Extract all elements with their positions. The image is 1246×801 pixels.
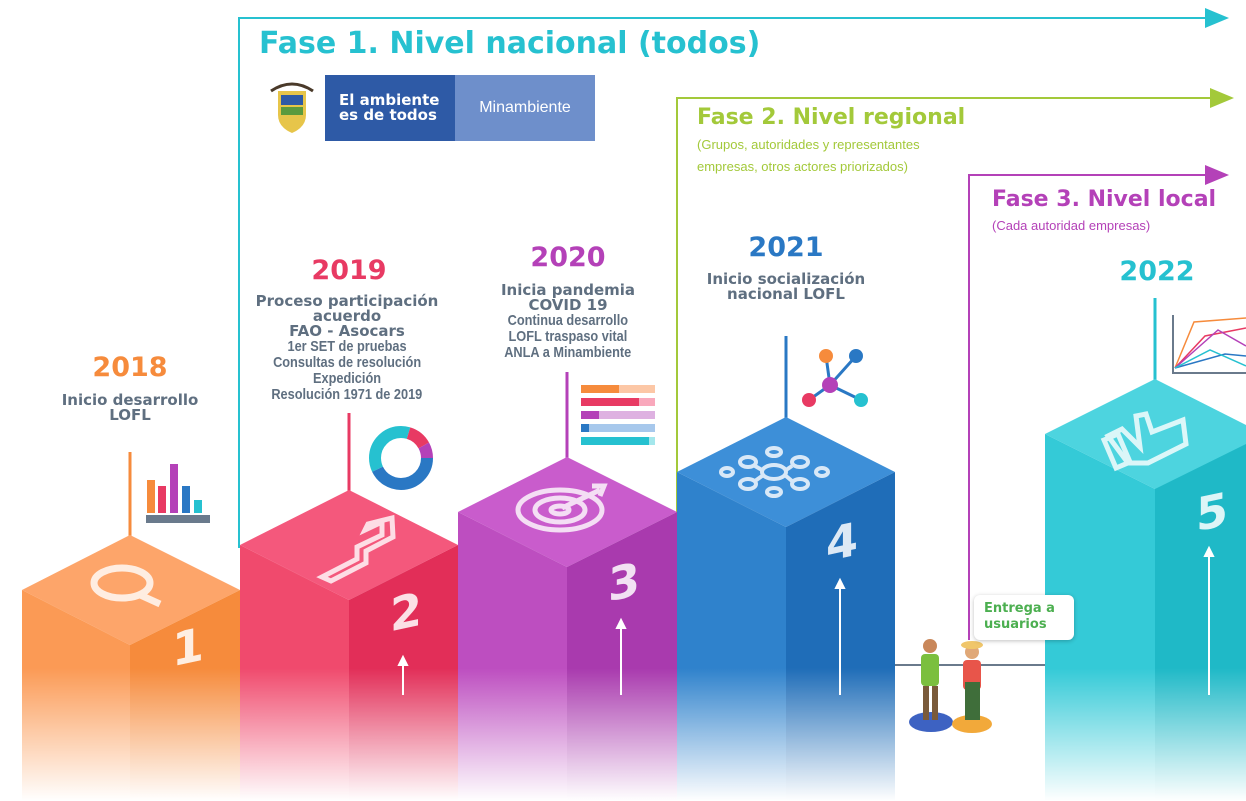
phase-2-title: Fase 2. Nivel regional — [697, 105, 966, 130]
donut-chart-icon — [369, 426, 433, 490]
target-icon — [515, 483, 608, 533]
milestone-2021-text: Inicio socialización nacional LOFL — [706, 270, 866, 303]
floor-reflection — [0, 668, 1246, 801]
phase-2-bracket — [676, 88, 1234, 632]
milestone-year-2019: 2019 — [311, 255, 387, 286]
block-number-1: 1 — [172, 616, 205, 678]
phase-1-bracket — [238, 8, 1229, 548]
block-number-4: 4 — [826, 511, 859, 573]
delivery-speech-bubble: Entrega a usuarios — [974, 595, 1074, 640]
growth-chart-icon — [316, 514, 396, 584]
phase-3-bracket — [968, 165, 1229, 640]
network-icon — [719, 446, 830, 498]
phase-1-title: Fase 1. Nivel nacional (todos) — [259, 26, 761, 61]
milestone-year-2020: 2020 — [530, 242, 606, 273]
people-illustration — [909, 639, 992, 733]
block-number-5: 5 — [1196, 481, 1229, 543]
bar-chart-icon — [146, 464, 210, 523]
milestone-year-2022: 2022 — [1119, 256, 1195, 287]
coat-of-arms-icon — [259, 75, 325, 141]
milestone-year-2021: 2021 — [748, 232, 824, 263]
line-chart-icon — [1172, 315, 1246, 374]
block-number-2: 2 — [390, 581, 423, 643]
molecule-icon — [802, 349, 868, 407]
phase-3-subtitle: (Cada autoridad empresas) — [992, 218, 1151, 233]
growth-arrows — [397, 545, 1215, 695]
minambiente-logo: El ambiente es de todos Minambiente — [259, 75, 595, 141]
phase-2-subtitle: (Grupos, autoridades y representantes em… — [697, 137, 920, 174]
milestone-2020-text: Inicia pandemia COVID 19 Continua desarr… — [500, 281, 636, 361]
milestone-year-2018: 2018 — [92, 352, 168, 383]
block-number-3: 3 — [608, 551, 641, 613]
phase-3-title: Fase 3. Nivel local — [992, 187, 1217, 212]
progress-bars-icon — [581, 385, 655, 445]
milestone-2019-text: Proceso participación acuerdo FAO - Asoc… — [255, 292, 439, 403]
milestone-2018-text: Inicio desarrollo LOFL — [61, 391, 199, 424]
thumbs-up-icon — [1100, 411, 1189, 472]
logo-brand: Minambiente — [455, 75, 595, 141]
magnifier-icon — [90, 564, 162, 608]
logo-motto: El ambiente es de todos — [325, 75, 455, 141]
